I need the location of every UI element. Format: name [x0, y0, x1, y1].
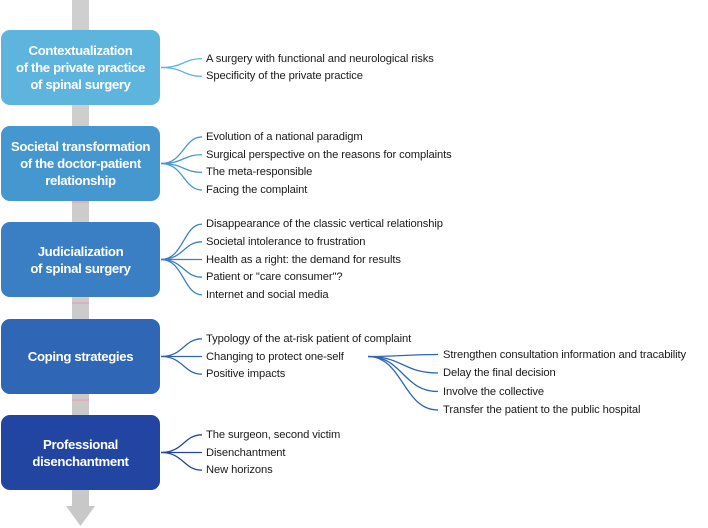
- theme-item: The meta-responsible: [206, 166, 313, 179]
- theme-item: Patient or "care consumer"?: [206, 271, 343, 284]
- theme-item: A surgery with functional and neurologic…: [206, 52, 434, 65]
- theme-box-coping-strategies: Coping strategies: [1, 319, 160, 394]
- theme-item: Surgical perspective on the reasons for …: [206, 148, 452, 161]
- theme-item: Disenchantment: [206, 446, 286, 459]
- theme-item: Specificity of the private practice: [206, 70, 363, 83]
- theme-box-judicialization: Judicialization of spinal surgery: [1, 222, 160, 297]
- theme-item: Changing to protect one-self: [206, 350, 344, 363]
- theme-item: Internet and social media: [206, 288, 329, 301]
- theme-box-contextualization: Contextualization of the private practic…: [1, 30, 160, 105]
- theme-item: Evolution of a national paradigm: [206, 130, 363, 143]
- connector-line: [160, 66, 203, 77]
- connector-line: [160, 58, 203, 69]
- connector-line: [160, 162, 203, 191]
- sub-item: Delay the final decision: [443, 367, 556, 379]
- theme-item: The surgeon, second victim: [206, 428, 341, 441]
- theme-box-professional-disenchantment: Professional disenchantment: [1, 415, 160, 490]
- connector-line: [160, 434, 203, 454]
- theme-item: Societal intolerance to frustration: [206, 235, 366, 248]
- connector-line: [160, 223, 203, 261]
- connector-line: [160, 258, 203, 296]
- connector-line: [160, 451, 203, 471]
- theme-item: Disappearance of the classic vertical re…: [206, 218, 443, 231]
- sub-item: Strengthen consultation information and …: [443, 348, 687, 361]
- sub-connector-line: [367, 355, 439, 393]
- theme-box-societal-transformation: Societal transformation of the doctor-pa…: [1, 126, 160, 201]
- connector-line: [160, 338, 203, 358]
- arrow-head: [66, 506, 95, 526]
- theme-item: Typology of the at-risk patient of compl…: [206, 332, 412, 345]
- sub-connector-line: [367, 353, 439, 358]
- theme-item: Positive impacts: [206, 368, 286, 381]
- sub-item: Transfer the patient to the public hospi…: [443, 404, 641, 416]
- theme-item: Facing the complaint: [206, 184, 308, 197]
- arrow-top: [72, 0, 89, 8]
- sub-connector-line: [367, 355, 439, 411]
- theme-item: Health as a right: the demand for result…: [206, 253, 401, 266]
- sub-item: Involve the collective: [443, 385, 545, 398]
- connector-line: [160, 355, 203, 375]
- theme-item: New horizons: [206, 464, 273, 477]
